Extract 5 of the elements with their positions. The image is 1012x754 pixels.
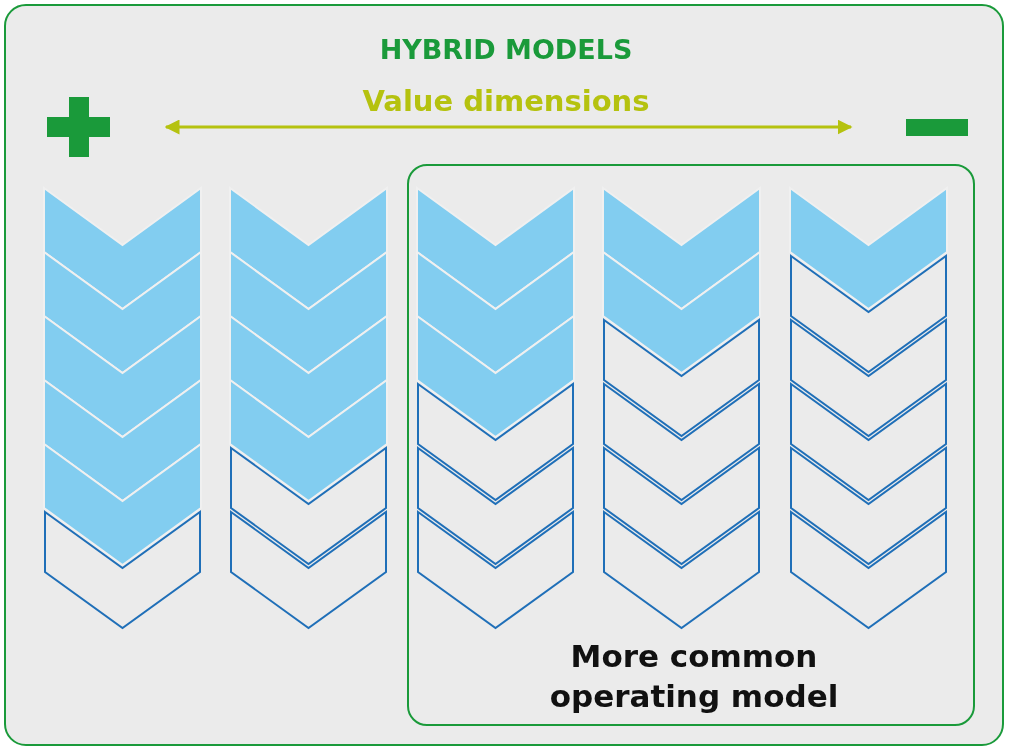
- axis-label: Value dimensions: [361, 84, 651, 118]
- outer-panel: [4, 4, 1004, 746]
- group-box: [407, 164, 975, 726]
- group-label: More common operating model: [548, 637, 840, 717]
- title: HYBRID MODELS: [378, 33, 634, 67]
